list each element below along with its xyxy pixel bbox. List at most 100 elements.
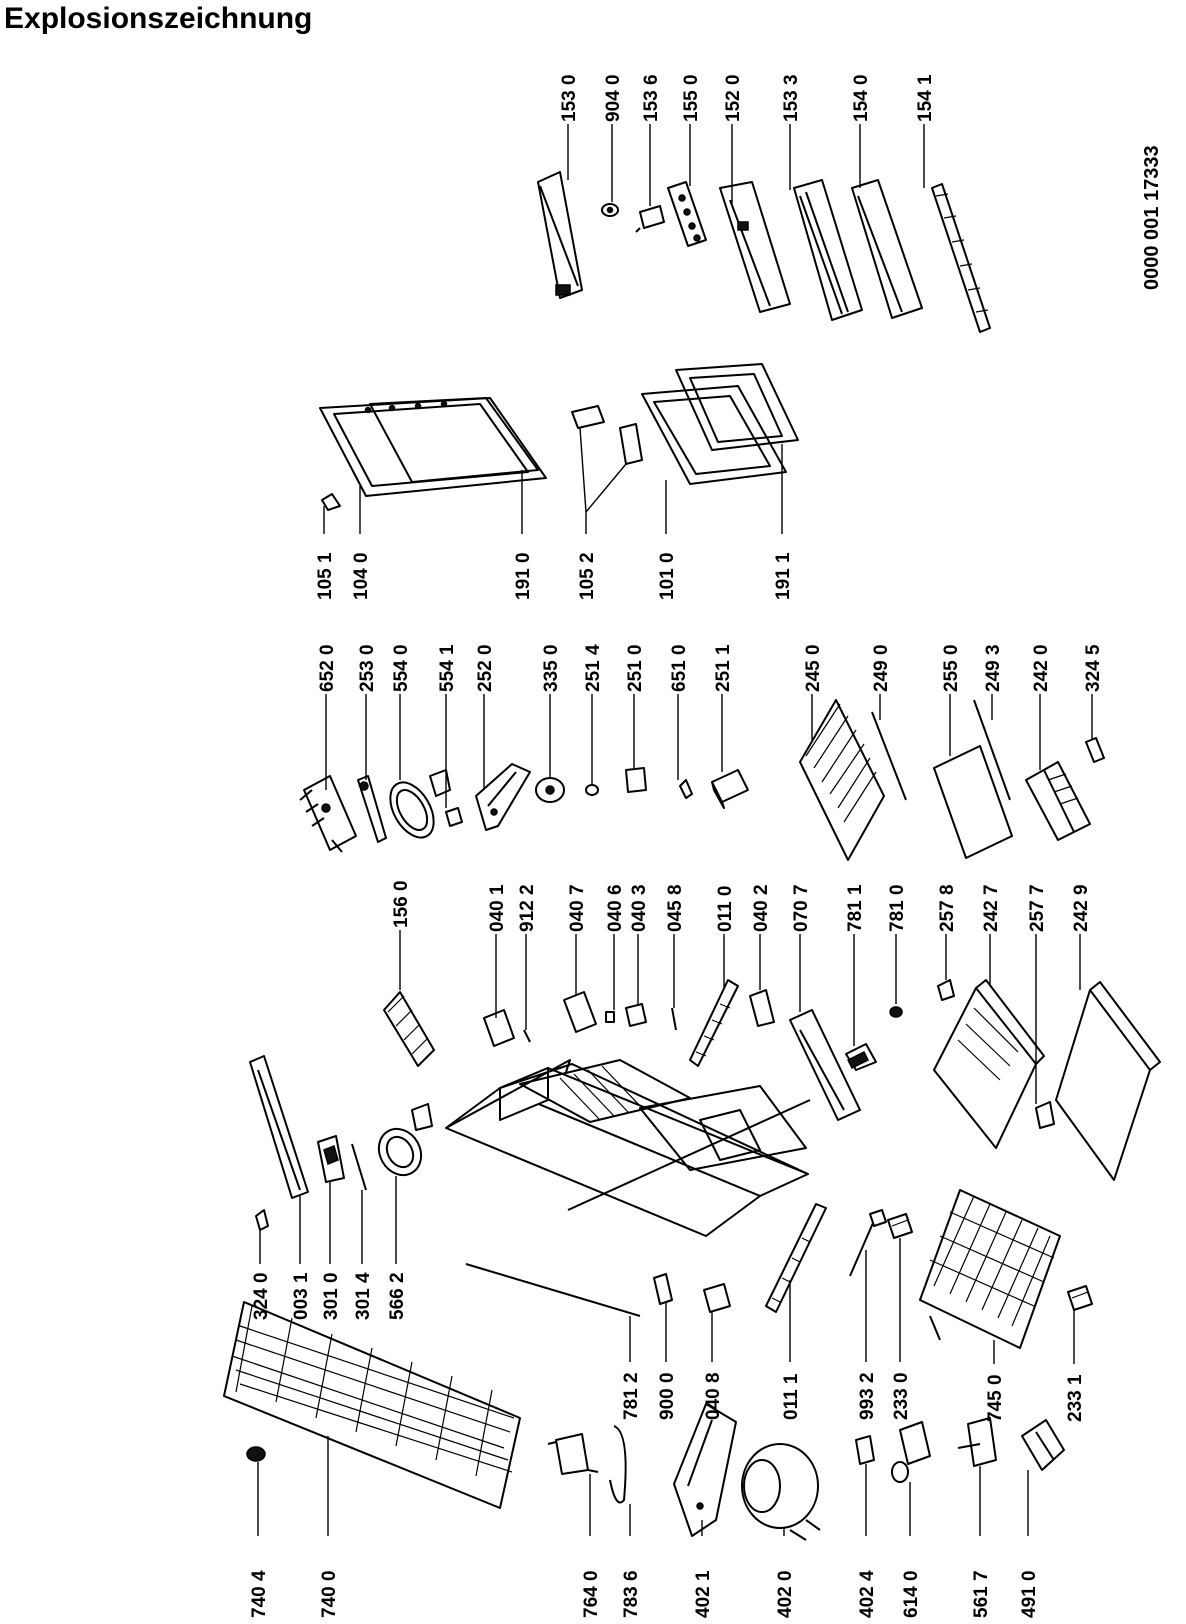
part-number: 154 1 bbox=[915, 74, 936, 122]
part-number: 255 0 bbox=[941, 644, 962, 692]
part-number: 783 6 bbox=[621, 1570, 642, 1618]
part-number: 993 2 bbox=[857, 1372, 878, 1420]
cover-003-1-drawing bbox=[249, 1055, 309, 1199]
knob-904-0-drawing bbox=[601, 203, 619, 217]
part-number: 191 1 bbox=[773, 552, 794, 600]
bracket-251-0-drawing bbox=[625, 767, 647, 793]
part-number: 402 1 bbox=[693, 1570, 714, 1618]
part-number: 251 1 bbox=[713, 644, 734, 692]
part-number: 740 4 bbox=[249, 1570, 270, 1618]
overload-561-7-drawing bbox=[957, 1417, 997, 1467]
part-number: 249 3 bbox=[983, 644, 1004, 692]
screw-651-0-drawing bbox=[679, 779, 693, 799]
relay-614-0-drawing bbox=[891, 1421, 931, 1483]
part-number: 740 0 bbox=[319, 1570, 340, 1618]
knob-253-0-drawing bbox=[357, 775, 387, 843]
leader-lines bbox=[257, 124, 1093, 1536]
rail-156-0-drawing bbox=[383, 991, 435, 1067]
part-number: 402 4 bbox=[857, 1570, 878, 1618]
part-number: 040 6 bbox=[605, 884, 626, 932]
capillary-783-6-drawing bbox=[609, 1425, 627, 1504]
light-switch-301-0-drawing bbox=[317, 1135, 345, 1183]
part-number: 614 0 bbox=[901, 1570, 922, 1618]
panel-781-1-drawing bbox=[845, 1043, 877, 1071]
door-104-0-drawing bbox=[319, 397, 547, 497]
part-number-labels: 153 0 904 0 153 6 155 0 152 0 153 3 154 … bbox=[249, 74, 1104, 1618]
wire-shelf-245-0-drawing bbox=[799, 699, 885, 861]
part-number: 249 0 bbox=[871, 644, 892, 692]
thermostat-652-0-drawing bbox=[299, 775, 357, 853]
bracket-040-1-drawing bbox=[483, 1009, 515, 1047]
part-number: 154 0 bbox=[851, 74, 872, 122]
part-number: 251 0 bbox=[625, 644, 646, 692]
crisper-242-0-drawing bbox=[1025, 761, 1091, 841]
part-number: 257 8 bbox=[937, 884, 958, 932]
screw-045-8-drawing bbox=[671, 1007, 677, 1031]
part-number: 252 0 bbox=[475, 644, 496, 692]
grommet-740-4-drawing bbox=[246, 1446, 266, 1462]
lamp-cover-554-0-drawing bbox=[389, 769, 451, 839]
part-number: 335 0 bbox=[541, 644, 562, 692]
part-number: 301 4 bbox=[353, 1272, 374, 1320]
part-number: 781 2 bbox=[621, 1372, 642, 1420]
fan-335-0-drawing bbox=[535, 777, 565, 803]
foot-233-1-drawing bbox=[1067, 1285, 1093, 1311]
condenser-740-0-drawing bbox=[223, 1301, 521, 1509]
cover-070-7-drawing bbox=[789, 1009, 861, 1121]
part-number: 003 1 bbox=[291, 1272, 312, 1320]
part-number: 781 0 bbox=[887, 884, 908, 932]
door-shelf-152-0-drawing bbox=[719, 181, 791, 313]
ring-251-4-drawing bbox=[585, 784, 599, 796]
part-number: 070 7 bbox=[791, 884, 812, 932]
part-number: 324 5 bbox=[1083, 644, 1104, 692]
part-number: 191 0 bbox=[513, 552, 534, 600]
motor-251-1-drawing bbox=[711, 769, 749, 809]
part-number: 652 0 bbox=[317, 644, 338, 692]
part-number: 153 0 bbox=[559, 74, 580, 122]
cabinet-drawing bbox=[445, 1059, 811, 1237]
part-number: 651 0 bbox=[669, 644, 690, 692]
shelf-trim-249-0-drawing bbox=[871, 711, 907, 801]
part-number: 764 0 bbox=[581, 1570, 602, 1618]
part-number: 491 0 bbox=[1019, 1570, 1040, 1618]
part-number: 153 3 bbox=[781, 74, 802, 122]
clip-257-7-drawing bbox=[1035, 1101, 1055, 1129]
clip-324-5-drawing bbox=[1085, 737, 1105, 763]
condenser-745-0-drawing bbox=[919, 1189, 1061, 1349]
rod-301-4-drawing bbox=[351, 1143, 367, 1191]
part-number: 011 0 bbox=[715, 886, 736, 933]
part-number: 156 0 bbox=[391, 880, 412, 928]
clip-900-0-drawing bbox=[653, 1273, 673, 1305]
sensor-993-2-drawing bbox=[849, 1209, 887, 1277]
part-number: 155 0 bbox=[681, 74, 702, 122]
part-number: 040 7 bbox=[567, 884, 588, 932]
part-number: 301 0 bbox=[321, 1272, 342, 1320]
part-number: 253 0 bbox=[357, 644, 378, 692]
drawer-242-7-drawing bbox=[933, 979, 1045, 1149]
hinge-105-2-drawing bbox=[571, 405, 643, 465]
switch-554-1-drawing bbox=[445, 807, 463, 827]
part-number: 011 1 bbox=[781, 1373, 802, 1420]
part-number: 233 0 bbox=[891, 1372, 912, 1420]
door-shelf-153-0-drawing bbox=[537, 171, 583, 299]
part-number: 104 0 bbox=[351, 552, 372, 600]
gasket-191-1-drawing bbox=[675, 363, 799, 451]
part-number: 912 2 bbox=[517, 884, 538, 932]
parts-drawing bbox=[223, 171, 1161, 1541]
housing-252-0-drawing bbox=[475, 763, 531, 831]
part-number: 566 2 bbox=[387, 1272, 408, 1320]
part-number: 045 8 bbox=[665, 884, 686, 932]
part-number: 245 0 bbox=[803, 644, 824, 692]
clamp-402-4-drawing bbox=[855, 1435, 875, 1465]
door-shelf-153-3-drawing bbox=[793, 179, 863, 321]
lamp-housing-566-2-drawing bbox=[377, 1103, 433, 1177]
part-number: 554 1 bbox=[437, 644, 458, 692]
part-number: 040 2 bbox=[751, 884, 772, 932]
tube-781-2-drawing bbox=[465, 1263, 641, 1317]
part-number: 040 3 bbox=[629, 884, 650, 932]
compressor-402-0-drawing bbox=[741, 1443, 821, 1541]
part-number: 242 0 bbox=[1031, 644, 1052, 692]
part-number: 040 8 bbox=[703, 1372, 724, 1420]
shelf-trim-249-3-drawing bbox=[973, 699, 1011, 801]
part-number: 101 0 bbox=[657, 552, 678, 600]
